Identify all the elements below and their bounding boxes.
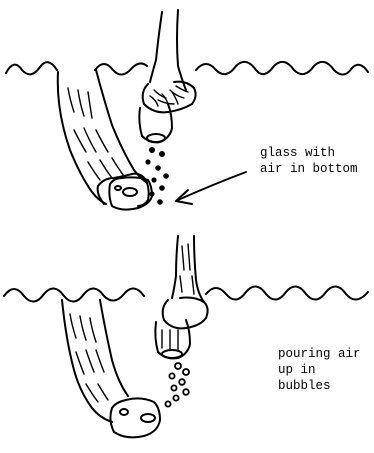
bubble (155, 165, 161, 171)
glass-bell-bottom (110, 398, 160, 437)
bubble (183, 389, 189, 395)
diver-arm-right-2 (100, 300, 128, 396)
bubble (183, 369, 189, 375)
diver-arm-left-2 (62, 300, 112, 422)
bubble (159, 185, 165, 191)
bubble (145, 159, 150, 164)
bubble (157, 199, 163, 205)
bottom-panel (4, 236, 368, 437)
glass-mouth-bottom-2 (120, 409, 128, 415)
water-surface-top (6, 62, 368, 75)
bubble (173, 395, 178, 400)
bubble (163, 173, 169, 179)
upper-glass-arm (150, 10, 186, 90)
upper-glass (139, 104, 172, 142)
bubble (149, 147, 155, 153)
bubble (151, 177, 156, 182)
bubbles-bottom (165, 363, 189, 407)
label-pouring-air: pouring air (278, 347, 361, 362)
label-up-in: up in (278, 363, 316, 378)
arrow-shaft (178, 172, 246, 200)
upper-hand-hatching (154, 86, 188, 104)
label-air-in-bottom: air in bottom (260, 162, 358, 177)
label-bubbles: bubbles (278, 379, 331, 394)
upper-hand-2 (163, 298, 208, 329)
bubble (165, 401, 170, 406)
water-surface-bottom (4, 286, 368, 301)
bubble (175, 363, 181, 369)
bubble (169, 373, 174, 378)
label-glass-with: glass with (260, 146, 335, 161)
bubble (159, 151, 165, 157)
arm-hatching-2 (70, 314, 108, 402)
upper-glass-mouth-2 (162, 350, 182, 358)
glass-mouth-top-2 (115, 186, 121, 190)
upper-glass-2-detail (162, 330, 178, 350)
bubble (179, 379, 185, 385)
bubble (171, 385, 176, 390)
bubble (149, 191, 154, 196)
glass-mouth-top (123, 188, 137, 196)
glass-mouth-bottom (141, 414, 155, 422)
upper-glass-mouth (147, 134, 165, 142)
upper-arm-hatching-2 (180, 244, 194, 294)
top-panel (6, 10, 368, 210)
